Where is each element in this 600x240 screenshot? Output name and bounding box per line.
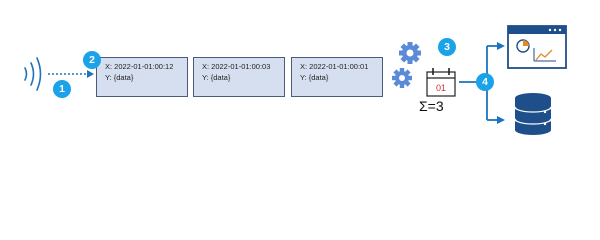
record-x-value: X: 2022-01-01:00:01 [300,62,369,71]
record-x-value: X: 2022-01-01:00:03 [202,62,271,71]
event-record: X: 2022-01-01:00:01 Y: {data} [291,57,383,97]
signal-source-icon [24,57,42,91]
step-badge-3: 3 [438,38,456,56]
calendar-icon: 01 [426,68,456,97]
database-icon [514,93,552,135]
record-y-value: Y: {data} [202,73,231,82]
calendar-day: 01 [436,83,446,93]
gear-icon-small [392,68,412,88]
stream-processing-diagram: 01 [24,25,567,135]
gear-icon-large [399,42,421,64]
step-badge-1: 1 [53,80,71,98]
step-badge-2: 2 [83,51,101,69]
record-y-value: Y: {data} [105,73,134,82]
step-badge-4: 4 [476,73,494,91]
event-record: X: 2022-01-01:00:03 Y: {data} [193,57,285,97]
dotted-arrow [48,70,94,78]
record-y-value: Y: {data} [300,73,329,82]
sum-label: Σ=3 [419,98,444,114]
record-x-value: X: 2022-01-01:00:12 [105,62,174,71]
dashboard-icon [507,25,567,69]
diagram-graphics: 01 [24,25,567,135]
event-record: X: 2022-01-01:00:12 Y: {data} [96,57,188,97]
